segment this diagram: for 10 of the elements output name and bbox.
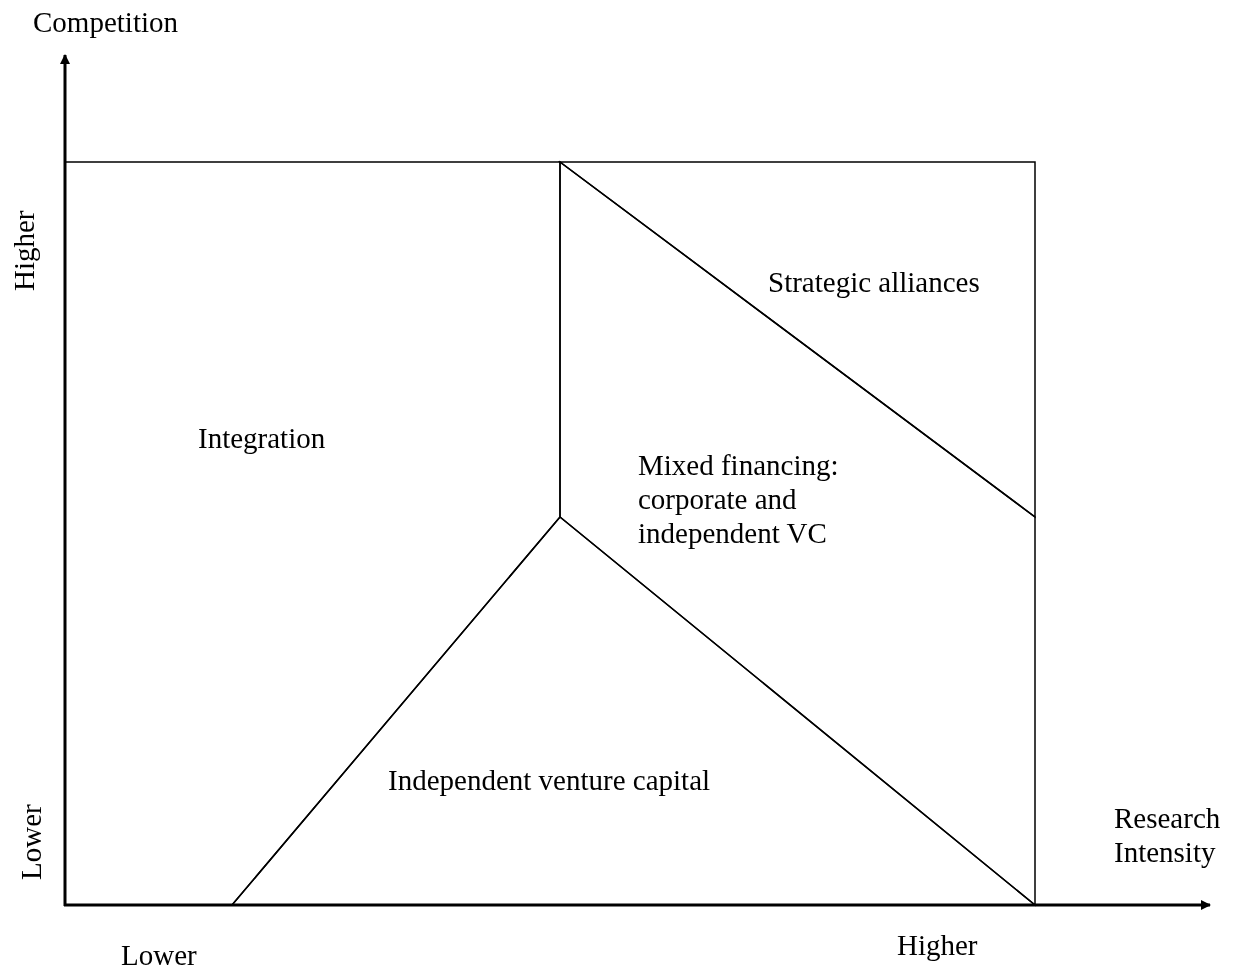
axis-title: Competition [33,5,178,39]
region-label: Strategic alliances [768,265,981,299]
region-label: Mixed financing: corporate and independent VC [638,448,840,550]
axis-tick-label: Higher [897,928,978,962]
region-label: Integration [198,421,327,455]
axis-tick-label: Lower [121,938,197,972]
region-label: Independent venture capital [388,763,712,797]
axis-title: Research Intensity [1114,801,1222,869]
axis-tick-label: Higher [7,209,41,291]
axis-tick-label: Lower [14,804,48,880]
